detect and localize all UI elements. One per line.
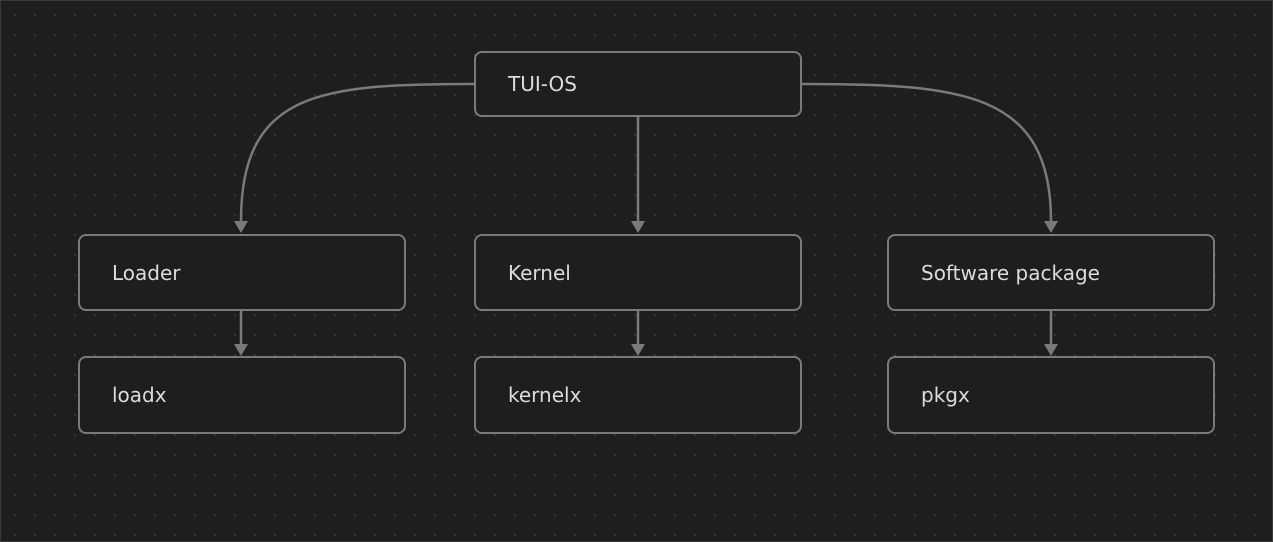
- arrowhead-kernelx: [631, 344, 645, 356]
- arrowhead-software-package: [1044, 221, 1058, 233]
- node-loader-label: Loader: [112, 260, 181, 285]
- node-kernelx[interactable]: kernelx: [474, 356, 802, 434]
- arrowhead-kernel: [631, 221, 645, 233]
- arrowhead-loadx: [234, 344, 248, 356]
- node-software-package[interactable]: Software package: [887, 234, 1215, 311]
- node-pkgx[interactable]: pkgx: [887, 356, 1215, 434]
- node-kernel-label: Kernel: [508, 260, 571, 285]
- arrowhead-loader: [234, 221, 248, 233]
- node-pkgx-label: pkgx: [921, 383, 970, 407]
- node-tui-os[interactable]: TUI-OS: [474, 51, 802, 117]
- node-loadx[interactable]: loadx: [78, 356, 406, 434]
- node-tui-os-label: TUI-OS: [508, 72, 577, 96]
- node-software-package-label: Software package: [921, 260, 1100, 285]
- arrowhead-pkgx: [1044, 344, 1058, 356]
- node-loadx-label: loadx: [112, 383, 167, 407]
- node-kernel[interactable]: Kernel: [474, 234, 802, 311]
- edge-root-to-loader: [239, 82, 475, 222]
- node-loader[interactable]: Loader: [78, 234, 406, 311]
- node-kernelx-label: kernelx: [508, 383, 582, 407]
- edge-root-to-software-package: [801, 82, 1053, 222]
